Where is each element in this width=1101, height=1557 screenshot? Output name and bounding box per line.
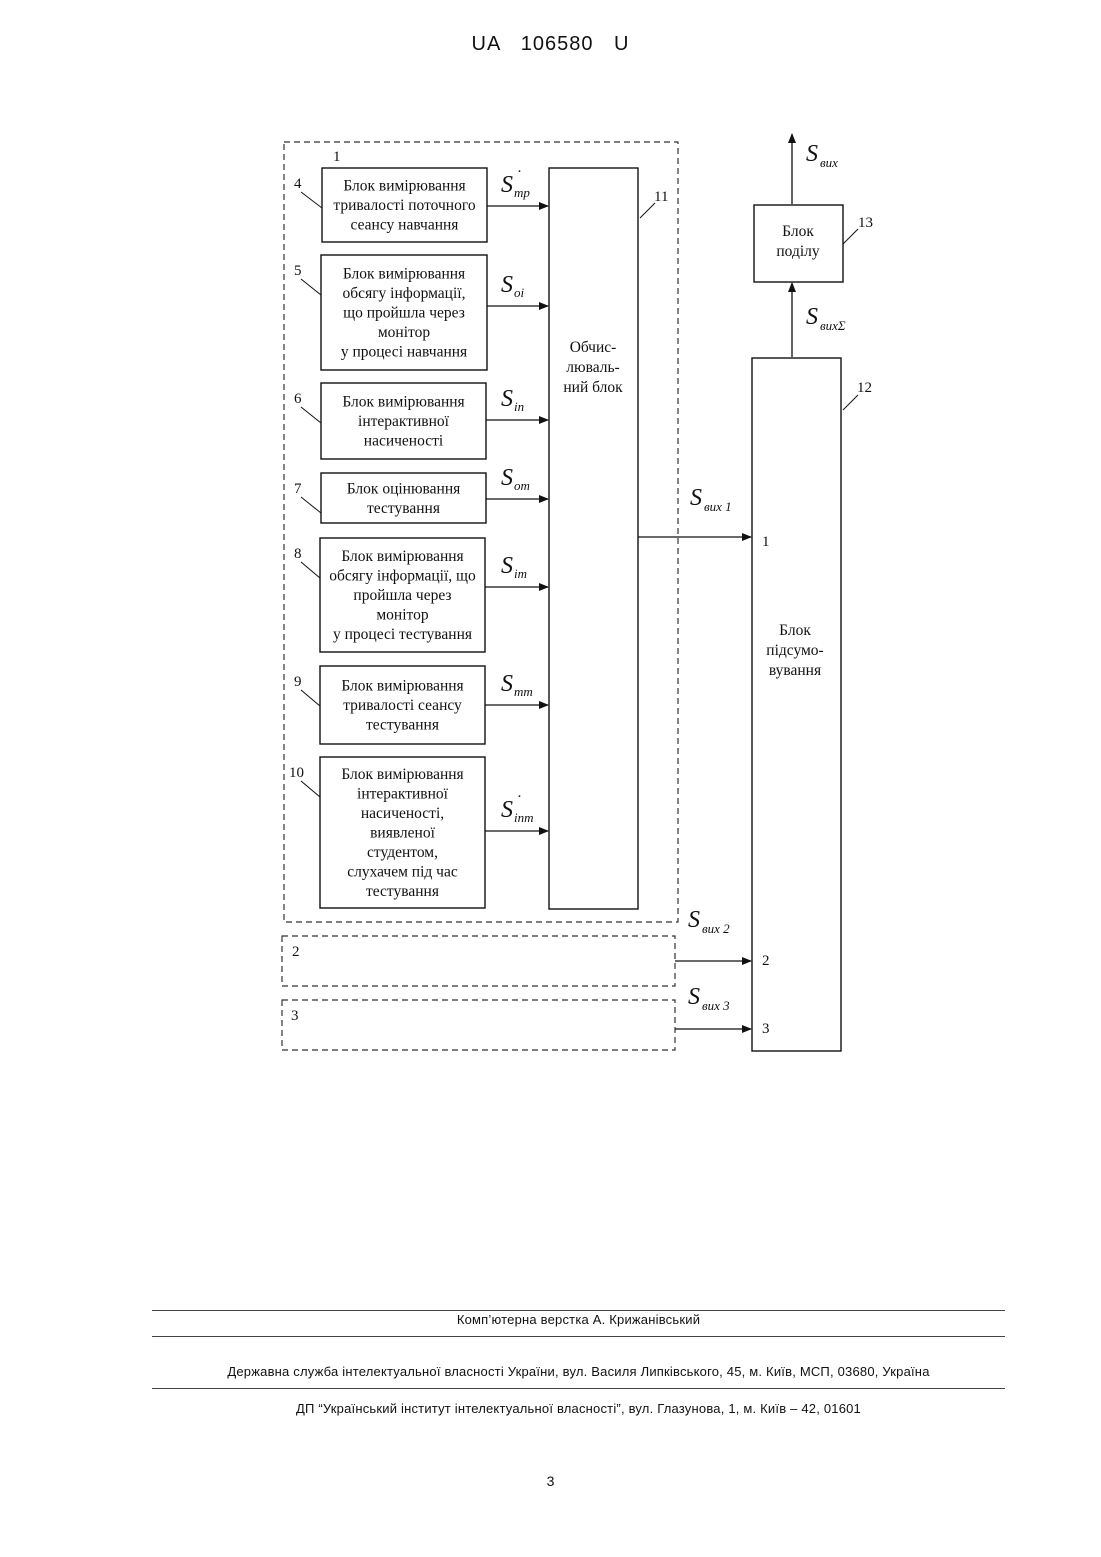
sum-block-number: 12 — [857, 380, 872, 396]
compute-block — [549, 168, 638, 909]
page-number: 3 — [0, 1473, 1101, 1489]
input-block-8-line: монітор — [376, 607, 428, 624]
sum-block-line-1: Блок — [779, 622, 811, 639]
signal-final: Sвих — [806, 141, 838, 170]
input-block-6-line: насиченості — [364, 433, 444, 450]
divide-block-leader — [843, 229, 858, 244]
footer-rule-top — [152, 1310, 1005, 1311]
input-block-leader — [301, 690, 320, 706]
input-block-10-line: виявленої — [370, 825, 436, 842]
input-block-8-line: Блок вимірювання — [341, 548, 463, 565]
signal-sum: SвихΣ — [806, 304, 846, 333]
input-block-10-line: студентом, — [367, 844, 438, 861]
compute-block-line-3: ний блок — [563, 379, 623, 396]
input-block-5-line: що пройшла через — [343, 305, 465, 322]
input-block-10-line: інтерактивної — [357, 786, 449, 803]
group-2-outline — [282, 936, 675, 986]
divide-block-line-1: Блок — [782, 223, 814, 240]
divide-block-number: 13 — [858, 215, 873, 231]
footer-institute-address: ДП “Український інститут інтелектуальної… — [152, 1401, 1005, 1416]
input-block-leader — [301, 562, 320, 578]
sum-port-3: 3 — [762, 1021, 770, 1037]
input-block-8-line: обсягу інформації, що — [329, 568, 476, 585]
group-3-label: 3 — [291, 1008, 299, 1024]
input-block-5-line: Блок вимірювання — [343, 266, 465, 283]
input-block-6-line: Блок вимірювання — [342, 394, 464, 411]
signal-derivative-mark: · — [517, 789, 522, 805]
sum-block-line-2: підсумо- — [766, 642, 823, 659]
signal-out-2: Sвих 2 — [688, 907, 730, 936]
input-block-9-line: тестування — [366, 717, 439, 734]
sum-block-line-3: вування — [769, 662, 821, 679]
input-block-number: 5 — [294, 263, 302, 279]
signal-label: Sоі — [501, 272, 525, 300]
input-block-7-line: Блок оцінювання — [347, 480, 461, 497]
sum-block-leader — [843, 395, 858, 410]
input-block-number: 7 — [294, 481, 302, 497]
input-block-4-line: сеансу навчання — [351, 217, 459, 234]
input-block-number: 10 — [289, 765, 304, 781]
sum-port-2: 2 — [762, 953, 770, 969]
input-block-6-line: інтерактивної — [358, 413, 450, 430]
compute-block-line-2: люваль- — [566, 359, 619, 376]
input-block-10-line: насиченості, — [361, 805, 444, 822]
input-block-leader — [301, 781, 320, 797]
input-block-8-line: у процесі тестування — [333, 626, 472, 643]
sum-block — [752, 358, 841, 1051]
input-block-5-line: монітор — [378, 324, 430, 341]
compute-block-line-1: Обчис- — [570, 339, 617, 356]
input-block-9-line: тривалості сеансу — [343, 697, 462, 714]
compute-block-number: 11 — [654, 189, 668, 205]
input-block-leader — [301, 192, 322, 208]
footer-office-address: Державна служба інтелектуальної власност… — [152, 1364, 1005, 1379]
group-3-outline — [282, 1000, 675, 1050]
footer-layout-credit: Комп’ютерна верстка А. Крижанівський — [152, 1312, 1005, 1327]
input-block-10-line: Блок вимірювання — [341, 766, 463, 783]
sum-port-1: 1 — [762, 534, 770, 550]
footer-rule-bottom — [152, 1388, 1005, 1389]
input-block-5-line: у процесі навчання — [341, 344, 467, 361]
input-block-10-line: тестування — [366, 883, 439, 900]
signal-label: Smm — [501, 671, 533, 699]
group-2-label: 2 — [292, 944, 300, 960]
input-block-5-line: обсягу інформації, — [343, 285, 466, 302]
input-block-4-line: тривалості поточного — [333, 197, 475, 214]
input-block-9-line: Блок вимірювання — [341, 678, 463, 695]
input-block-number: 8 — [294, 546, 302, 562]
input-block-7-line: тестування — [367, 500, 440, 517]
signal-label: Sтр — [501, 172, 530, 200]
input-block-leader — [301, 407, 321, 423]
input-block-number: 4 — [294, 176, 302, 192]
input-block-8-line: пройшла через — [353, 587, 451, 604]
input-block-number: 9 — [294, 674, 302, 690]
signal-derivative-mark: · — [517, 164, 522, 180]
group-1-label: 1 — [333, 149, 341, 165]
input-block-number: 6 — [294, 391, 302, 407]
input-block-10-line: слухачем під час — [347, 864, 458, 881]
signal-out-1: Sвих 1 — [690, 485, 732, 514]
block-diagram: 1 2 3 Блок вимірювання тривалості поточно… — [0, 0, 1101, 1100]
signal-label: Sin — [501, 386, 524, 414]
input-block-leader — [301, 497, 321, 513]
signal-label: Som — [501, 465, 530, 493]
signal-label: Sim — [501, 553, 527, 581]
footer-rule-middle — [152, 1336, 1005, 1337]
compute-block-leader — [640, 203, 655, 218]
input-block-4-line: Блок вимірювання — [343, 178, 465, 195]
divide-block-line-2: поділу — [776, 243, 820, 260]
input-block-leader — [301, 279, 321, 295]
signal-out-3: Sвих 3 — [688, 984, 730, 1013]
